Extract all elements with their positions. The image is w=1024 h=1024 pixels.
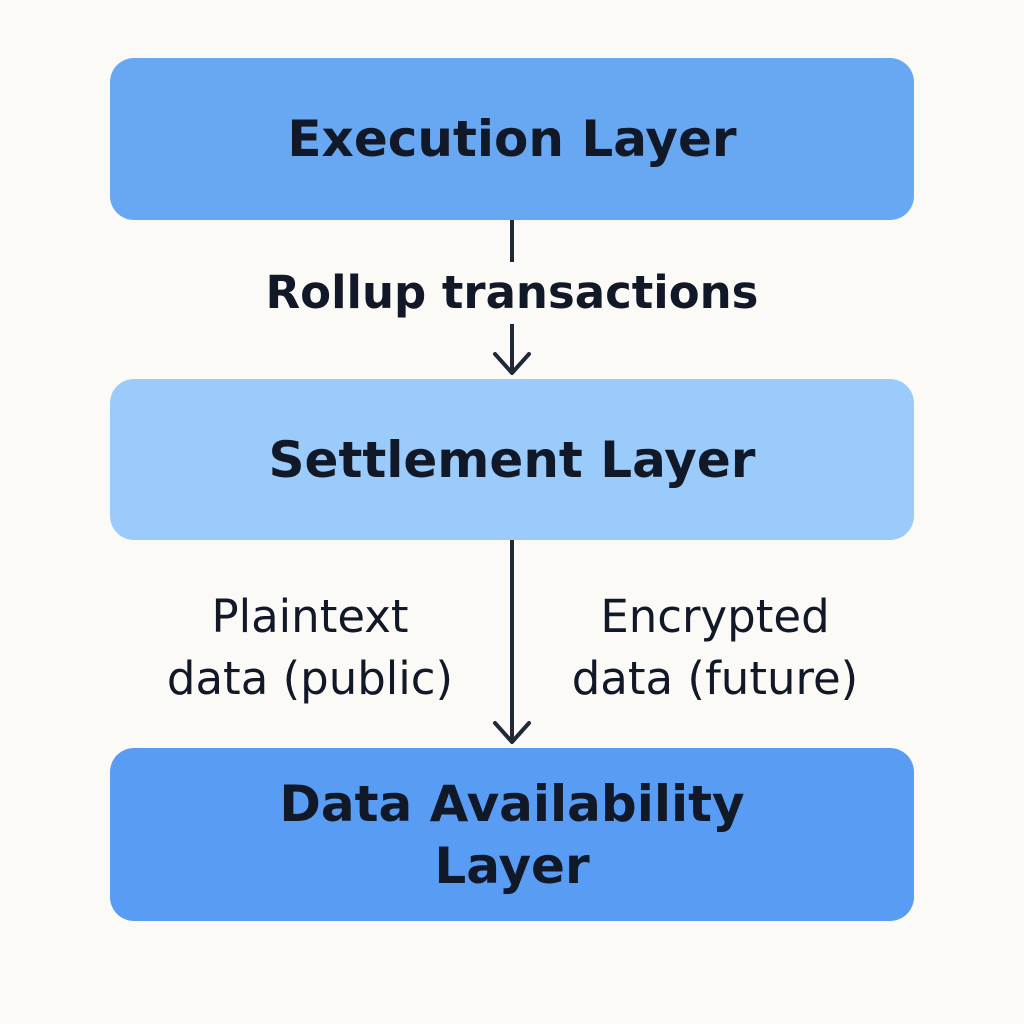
arrow-settlement-to-da-head [493, 721, 531, 744]
plaintext-data-label: Plaintext data (public) [130, 586, 490, 710]
plaintext-label-line-2: data (public) [166, 652, 454, 705]
settlement-layer-box: Settlement Layer [110, 379, 914, 540]
encrypted-label-line-2: data (future) [571, 652, 859, 705]
settlement-layer-title: Settlement Layer [268, 430, 756, 489]
data-availability-title-line-1: Data Availability [279, 774, 745, 833]
data-availability-title-line-2: Layer [434, 836, 590, 895]
execution-layer-box: Execution Layer [110, 58, 914, 220]
encrypted-label-line-1: Encrypted [600, 590, 830, 643]
rollup-transactions-label: Rollup transactions [212, 262, 812, 324]
execution-layer-title: Execution Layer [287, 110, 737, 168]
plaintext-label-line-1: Plaintext [211, 590, 409, 643]
data-availability-layer-box: Data Availability Layer [110, 748, 914, 921]
encrypted-data-label: Encrypted data (future) [540, 586, 890, 710]
arrow-execution-to-settlement-head [493, 352, 531, 375]
